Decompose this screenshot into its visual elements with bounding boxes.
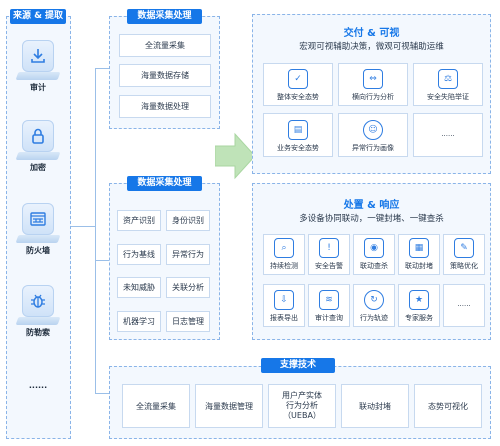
- database-icon: ≋: [319, 290, 339, 310]
- collect-bottom-item: 未知威胁: [117, 277, 161, 298]
- pedestal: [15, 317, 61, 325]
- collect-top-item: 全流量采集: [119, 34, 211, 57]
- source-label: 防火墙: [26, 246, 50, 255]
- support-item: 全流量采集: [122, 384, 190, 428]
- response-card: ! 安全告警: [308, 234, 350, 275]
- card-label: 横向行为分析: [352, 93, 394, 101]
- pedestal: [15, 235, 61, 243]
- collect-bottom-header: 数据采集处理: [127, 176, 202, 191]
- collect-bottom-item: 身份识别: [166, 210, 210, 231]
- connector: [95, 68, 96, 393]
- response-card: ⌕ 持续检测: [263, 234, 305, 275]
- card-label: 持续检测: [270, 262, 298, 270]
- collect-top-item: 海量数据处理: [119, 95, 211, 118]
- support-item: 态势可视化: [414, 384, 482, 428]
- connector: [71, 226, 95, 227]
- delivery-card: ⇔ 横向行为分析: [338, 63, 408, 106]
- report-export-icon: ⇩: [274, 290, 294, 310]
- card-label: 整体安全态势: [277, 93, 319, 101]
- response-card: ◉ 联动查杀: [353, 234, 395, 275]
- source-item-audit: 审计: [12, 40, 64, 92]
- collect-bottom-item: 机器学习: [117, 311, 161, 332]
- user-portrait-icon: ☺: [363, 120, 383, 140]
- source-more: ......: [28, 381, 48, 390]
- support-item: 联动封堵: [341, 384, 409, 428]
- connector: [95, 260, 109, 261]
- collect-bottom-item: 资产识别: [117, 210, 161, 231]
- connector: [95, 68, 109, 69]
- printer-monitor-icon: ▤: [288, 120, 308, 140]
- response-card: ★ 专家服务: [398, 284, 440, 327]
- card-label: 安全告警: [315, 262, 343, 270]
- delivery-card: ☺ 异常行为画像: [338, 113, 408, 157]
- connector: [95, 393, 109, 394]
- response-card: ⇩ 报表导出: [263, 284, 305, 327]
- source-item-firewall: 防火墙: [12, 203, 64, 255]
- response-subtitle: 多设备协同联动，一键封堵、一键查杀: [299, 214, 444, 224]
- source-label: 加密: [30, 163, 46, 172]
- gavel-icon: ⚖: [438, 69, 458, 89]
- kill-icon: ◉: [364, 238, 384, 258]
- source-label: 审计: [30, 83, 46, 92]
- support-header: 支撑技术: [261, 358, 335, 373]
- support-item: 用户产实体 行为分析 （UEBA）: [268, 384, 336, 428]
- delivery-card: ✓ 整体安全态势: [263, 63, 333, 106]
- shield-check-icon: ✓: [288, 69, 308, 89]
- pedestal: [15, 72, 61, 80]
- delivery-subtitle: 宏观可视辅助决策，微观可视辅助运维: [299, 42, 444, 52]
- card-label: 专家服务: [405, 314, 433, 322]
- source-header: 来源 & 提取: [10, 9, 66, 24]
- collect-bottom-item: 异常行为: [166, 244, 210, 265]
- card-label: 业务安全态势: [277, 144, 319, 152]
- block-icon: ▦: [409, 238, 429, 258]
- delivery-card: ⚖ 安全失陷举证: [413, 63, 483, 106]
- pedestal: [15, 152, 61, 160]
- card-label: ......: [457, 300, 471, 308]
- response-card: ≋ 审计查询: [308, 284, 350, 327]
- expert-icon: ★: [409, 290, 429, 310]
- strategy-icon: ✎: [454, 238, 474, 258]
- response-card: ✎ 策略优化: [443, 234, 485, 275]
- delivery-title: 交付 & 可视: [343, 28, 400, 39]
- trajectory-icon: ↻: [364, 290, 384, 310]
- card-label: 报表导出: [270, 314, 298, 322]
- source-item-ransomware: 防勒索: [12, 285, 64, 337]
- firewall-window-icon: [22, 203, 54, 235]
- card-label: 异常行为画像: [352, 144, 394, 152]
- card-label: ......: [441, 129, 455, 138]
- card-label: 联动查杀: [360, 262, 388, 270]
- card-label: 联动封堵: [405, 262, 433, 270]
- response-card: ▦ 联动封堵: [398, 234, 440, 275]
- card-label: 策略优化: [450, 262, 478, 270]
- source-item-encrypt: 加密: [12, 120, 64, 172]
- response-card: ↻ 行为轨迹: [353, 284, 395, 327]
- collect-top-item: 海量数据存储: [119, 64, 211, 87]
- card-label: 审计查询: [315, 314, 343, 322]
- collect-bottom-item: 日志管理: [166, 311, 210, 332]
- collect-bottom-item: 关联分析: [166, 277, 210, 298]
- delivery-card: ▤ 业务安全态势: [263, 113, 333, 157]
- delivery-card: ......: [413, 113, 483, 157]
- alert-shield-icon: !: [319, 238, 339, 258]
- response-card: ......: [443, 284, 485, 327]
- card-label: 安全失陷举证: [427, 93, 469, 101]
- support-item: 海量数据管理: [195, 384, 263, 428]
- horizontal-analysis-icon: ⇔: [363, 69, 383, 89]
- response-title: 处置 & 响应: [343, 200, 400, 211]
- collect-bottom-item: 行为基线: [117, 244, 161, 265]
- card-label: 行为轨迹: [360, 314, 388, 322]
- source-label: 防勒索: [26, 328, 50, 337]
- search-scan-icon: ⌕: [274, 238, 294, 258]
- download-tray-icon: [22, 40, 54, 72]
- collect-top-header: 数据采集处理: [127, 9, 202, 24]
- bug-icon: [22, 285, 54, 317]
- flow-arrow-icon: [215, 132, 256, 180]
- padlock-icon: [22, 120, 54, 152]
